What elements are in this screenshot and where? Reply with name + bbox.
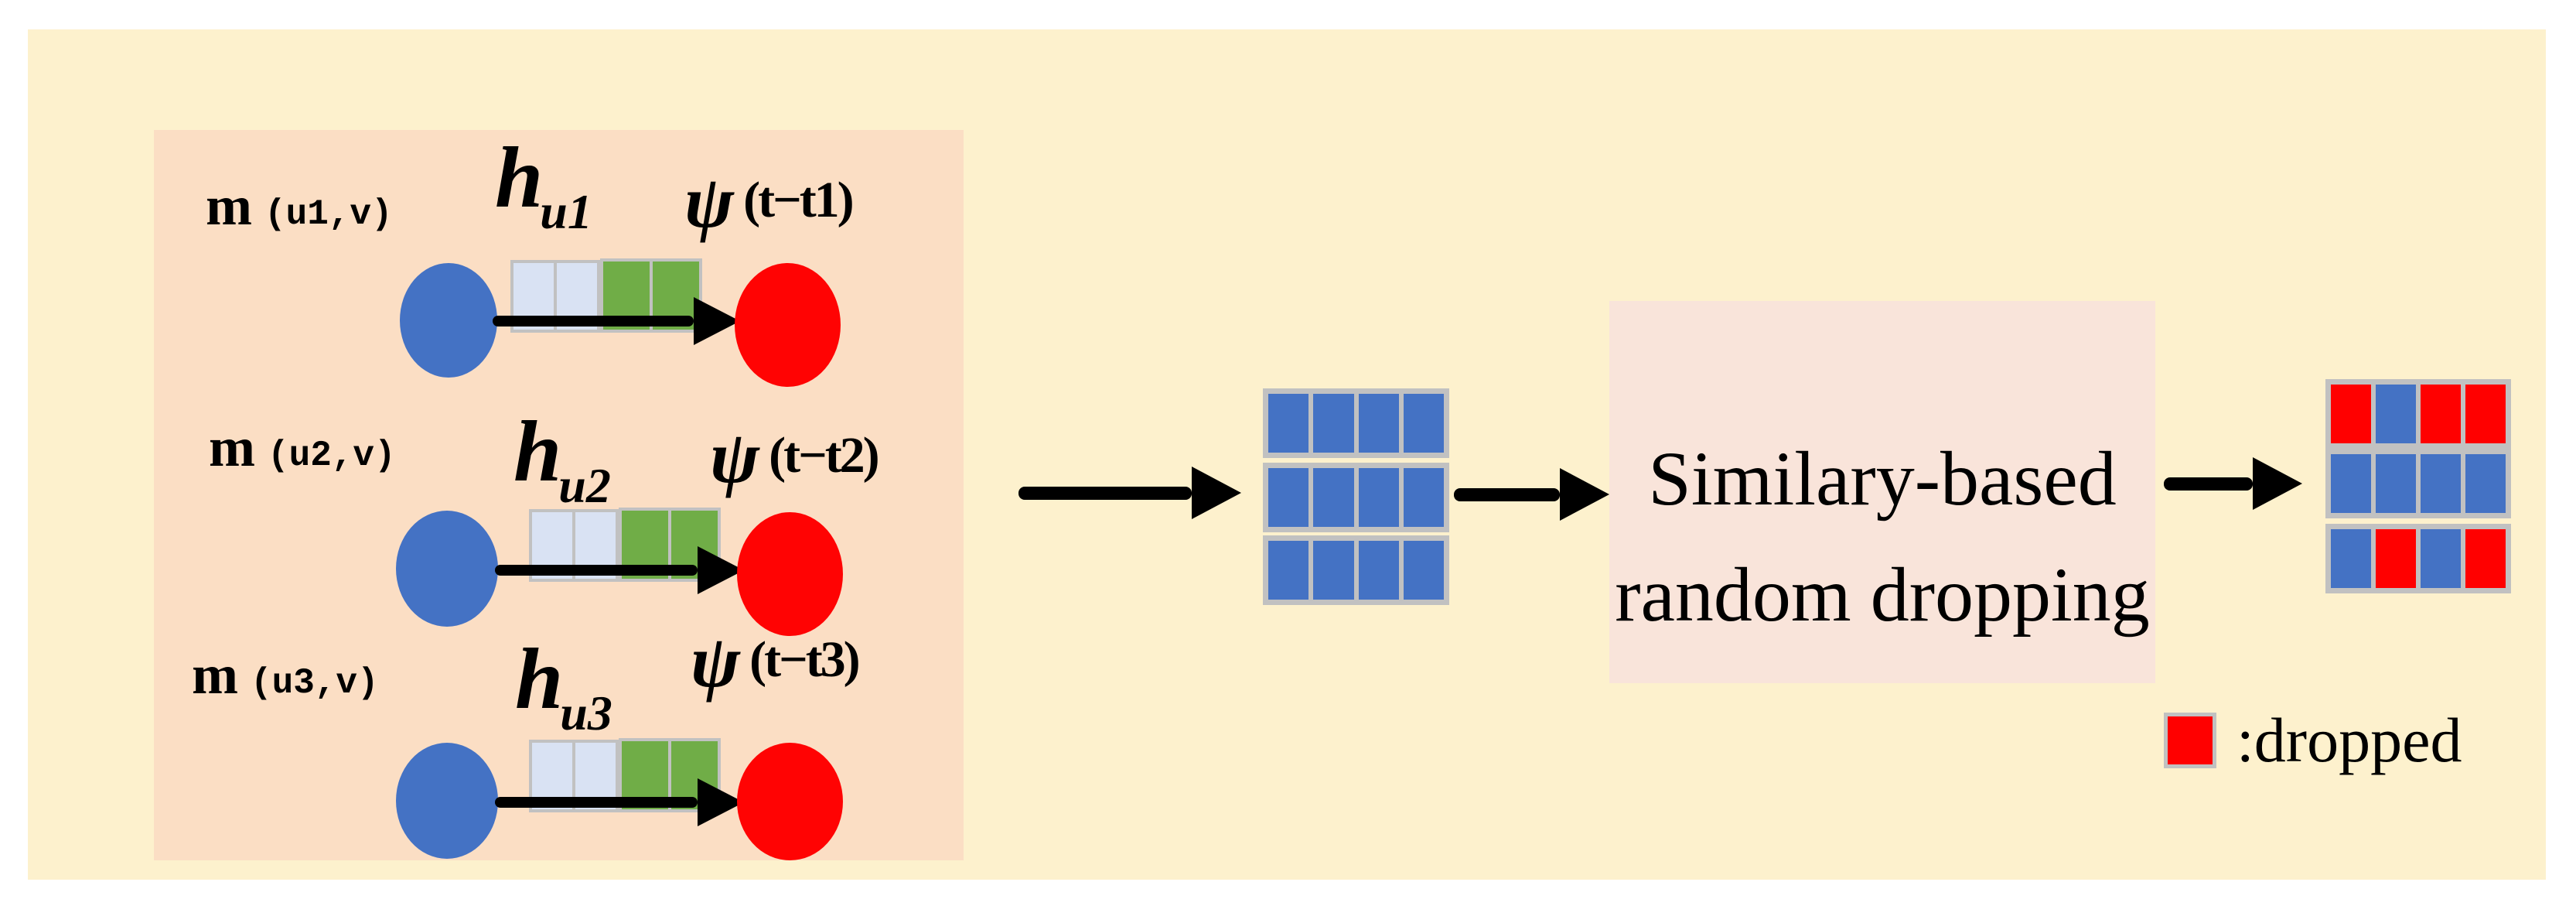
matrix-cell-red <box>2465 385 2506 443</box>
dropping-box-label: Similary-based random dropping <box>1609 421 2155 653</box>
arrow-head-icon <box>2253 457 2302 510</box>
matrix-cell-red <box>2421 385 2461 443</box>
matrix-cell-blue <box>2465 454 2506 513</box>
matrix-cell-blue <box>2421 454 2461 513</box>
matrix-cell-blue <box>1358 541 1399 600</box>
psi-symbol: ψ <box>710 415 760 498</box>
message-subscript: (u1,v) <box>264 194 393 234</box>
hidden-state-label-row3: hu3 <box>515 636 616 738</box>
edge-arrow-row3 <box>495 778 744 826</box>
edge-feature-green-row3 <box>619 738 721 812</box>
flow-arrow-to-output <box>2164 457 2302 510</box>
psi-argument: (t−t1) <box>743 172 855 228</box>
arrow-head-icon <box>694 297 740 345</box>
message-symbol: m <box>209 416 255 478</box>
matrix-cell-red <box>2376 529 2416 588</box>
output-matrix-row <box>2325 449 2511 518</box>
psi-argument: (t−t2) <box>769 427 880 484</box>
matrix-cell-blue <box>1268 468 1309 527</box>
matrix-cell-blue <box>2376 385 2416 443</box>
flow-arrow-to-dropping-box <box>1454 468 1609 521</box>
hidden-subscript: u1 <box>540 184 592 239</box>
feature-matrix-row <box>1263 535 1449 605</box>
arrow-shaft <box>1018 486 1192 500</box>
arrow-head-icon <box>1560 468 1609 521</box>
hidden-symbol: h <box>515 631 564 727</box>
feature-matrix-row <box>1263 388 1449 458</box>
arrow-head-icon <box>1192 467 1241 519</box>
message-symbol: m <box>192 644 238 706</box>
psi-symbol: ψ <box>691 620 741 703</box>
output-matrix-row <box>2325 379 2511 449</box>
hidden-symbol: h <box>513 404 562 500</box>
message-label-row1: m (u1,v) <box>206 175 393 237</box>
hidden-subscript: u2 <box>558 458 611 513</box>
arrow-shaft <box>495 797 698 808</box>
target-node-row1 <box>735 263 841 387</box>
target-node-row3 <box>737 743 843 860</box>
matrix-cell-blue <box>2331 529 2371 588</box>
dropping-box-line2: random dropping <box>1615 552 2150 638</box>
matrix-cell-blue <box>2421 529 2461 588</box>
message-subscript: (u2,v) <box>267 436 396 476</box>
psi-argument: (t−t3) <box>749 631 861 688</box>
matrix-cell-blue <box>1358 394 1399 453</box>
matrix-cell-blue <box>2331 454 2371 513</box>
dropped-swatch-icon <box>2164 713 2216 768</box>
matrix-cell-blue <box>1268 541 1309 600</box>
matrix-cell-blue <box>2376 454 2416 513</box>
target-node-row2 <box>737 512 843 636</box>
arrow-shaft <box>493 316 694 327</box>
source-node-row3 <box>396 743 498 859</box>
similarity-dropping-box: Similary-based random dropping <box>1609 301 2155 683</box>
feature-matrix-row <box>1263 463 1449 532</box>
matrix-cell-blue <box>1403 468 1444 527</box>
matrix-cell-blue <box>1403 541 1444 600</box>
matrix-cell-red <box>2331 385 2371 443</box>
edge-arrow-row2 <box>495 546 744 594</box>
time-encoding-label-row1: ψ (t−t1) <box>684 160 855 243</box>
source-node-row1 <box>400 263 497 378</box>
message-label-row2: m (u2,v) <box>209 416 396 478</box>
hidden-symbol: h <box>495 130 544 226</box>
message-label-row3: m (u3,v) <box>192 644 379 706</box>
time-encoding-label-row3: ψ (t−t3) <box>691 620 861 703</box>
arrow-shaft <box>2164 477 2253 491</box>
matrix-cell-blue <box>1313 468 1354 527</box>
legend-label: :dropped <box>2237 705 2462 775</box>
hidden-state-label-row1: hu1 <box>495 135 595 237</box>
psi-symbol: ψ <box>684 160 735 243</box>
matrix-cell-red <box>2465 529 2506 588</box>
matrix-cell-blue <box>1313 541 1354 600</box>
arrow-shaft <box>495 565 698 576</box>
arrow-shaft <box>1454 487 1560 501</box>
message-panel <box>154 130 964 860</box>
edge-arrow-row1 <box>493 297 740 345</box>
time-encoding-label-row2: ψ (t−t2) <box>710 415 880 498</box>
matrix-cell-blue <box>1358 468 1399 527</box>
output-matrix-row <box>2325 524 2511 593</box>
hidden-state-label-row2: hu2 <box>513 409 614 511</box>
arrow-head-icon <box>698 546 744 594</box>
arrow-head-icon <box>698 778 744 826</box>
hidden-subscript: u3 <box>560 685 612 740</box>
message-subscript: (u3,v) <box>250 663 379 703</box>
matrix-cell-blue <box>1268 394 1309 453</box>
legend: :dropped <box>2164 709 2462 772</box>
matrix-cell-blue <box>1313 394 1354 453</box>
dropping-box-line1: Similary-based <box>1648 436 2117 521</box>
matrix-cell-blue <box>1403 394 1444 453</box>
source-node-row2 <box>396 511 498 627</box>
message-symbol: m <box>206 175 252 237</box>
flow-arrow-to-matrix <box>1018 467 1241 519</box>
